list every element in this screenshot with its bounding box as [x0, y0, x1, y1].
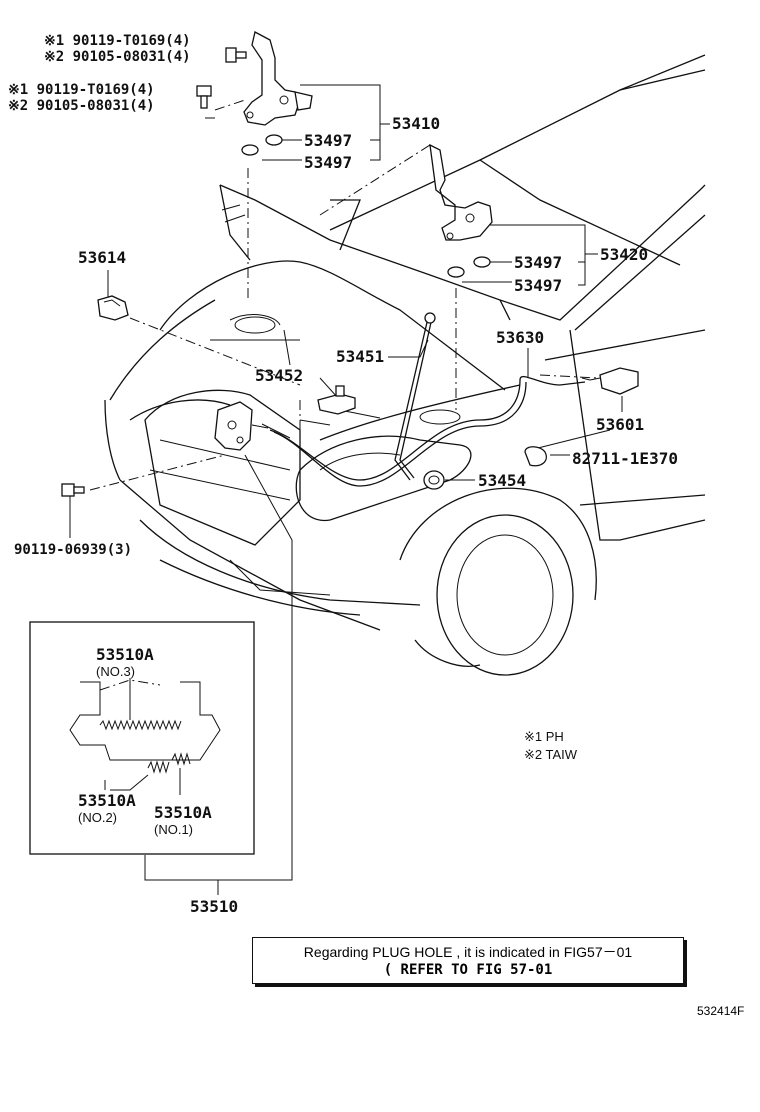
car-body-outline [104, 54, 706, 676]
label-top-bolt-2: ※2 90105-08031(4) [44, 49, 191, 65]
legend-mark2: ※2 TAIW [524, 747, 578, 762]
spring-no3 [99, 719, 182, 731]
reference-note: Regarding PLUG HOLE , it is indicated in… [252, 937, 684, 984]
washer-b [241, 144, 259, 156]
legend: ※1 PH ※2 TAIW [524, 729, 578, 762]
cushion-right [581, 367, 639, 395]
grommet [423, 470, 445, 490]
cushion-left [97, 295, 129, 321]
washer-a [265, 134, 283, 146]
label-washer-c: 53497 [514, 253, 562, 272]
spring-no2 [147, 760, 170, 774]
washer-c [473, 256, 491, 268]
inset-box [29, 621, 255, 855]
label-lock-part-left: 53510A [78, 791, 136, 810]
label-lock-part-left-sub: (NO.2) [78, 810, 117, 825]
label-washer-d: 53497 [514, 276, 562, 295]
figure-code: 532414F [697, 1004, 745, 1018]
hood-support-rod [394, 312, 436, 481]
label-release-cable: 53630 [496, 328, 544, 347]
hood-latch [214, 401, 291, 451]
label-left-bolt-1: ※1 90119-T0169(4) [8, 82, 155, 98]
hinge-rh [429, 143, 493, 241]
bolt-left [196, 85, 212, 109]
label-latch-bolt: 90119-06939(3) [14, 542, 132, 558]
striker [317, 385, 356, 415]
label-left-bolt-2: ※2 90105-08031(4) [8, 98, 155, 114]
parts [61, 31, 639, 497]
latch-bolt [61, 483, 85, 497]
label-cushion-right: 53601 [596, 415, 644, 434]
label-hood-support: 53451 [336, 347, 384, 366]
label-clamp: 82711-1E370 [572, 449, 678, 468]
hinge-lh [243, 31, 313, 126]
label-washer-a: 53497 [304, 131, 352, 150]
reference-note-line2: ( REFER TO FIG 57-01 [383, 962, 553, 978]
label-lock-part-right-sub: (NO.1) [154, 822, 193, 837]
label-lock-part-right: 53510A [154, 803, 212, 822]
label-lock-part-top-sub: (NO.3) [96, 664, 135, 679]
clamp [524, 446, 547, 467]
legend-mark1: ※1 PH [524, 729, 564, 744]
label-cushion-left: 53614 [78, 248, 126, 267]
label-top-bolt-1: ※1 90119-T0169(4) [44, 33, 191, 49]
label-hinge-lh: 53410 [392, 114, 440, 133]
label-lock-part-top: 53510A [96, 645, 154, 664]
label-hinge-rh: 53420 [600, 245, 648, 264]
reference-note-line1: Regarding PLUG HOLE , it is indicated in… [303, 944, 633, 960]
washer-d [447, 266, 465, 278]
callout-labels: ※1 90119-T0169(4) ※2 90105-08031(4) ※1 9… [8, 33, 678, 916]
label-grommet: 53454 [478, 471, 526, 490]
bolt-top [225, 47, 247, 63]
label-latch-assy: 53510 [190, 897, 238, 916]
release-cable [269, 375, 586, 487]
label-washer-b: 53497 [304, 153, 352, 172]
spring-no1 [171, 752, 191, 766]
label-striker: 53452 [255, 366, 303, 385]
